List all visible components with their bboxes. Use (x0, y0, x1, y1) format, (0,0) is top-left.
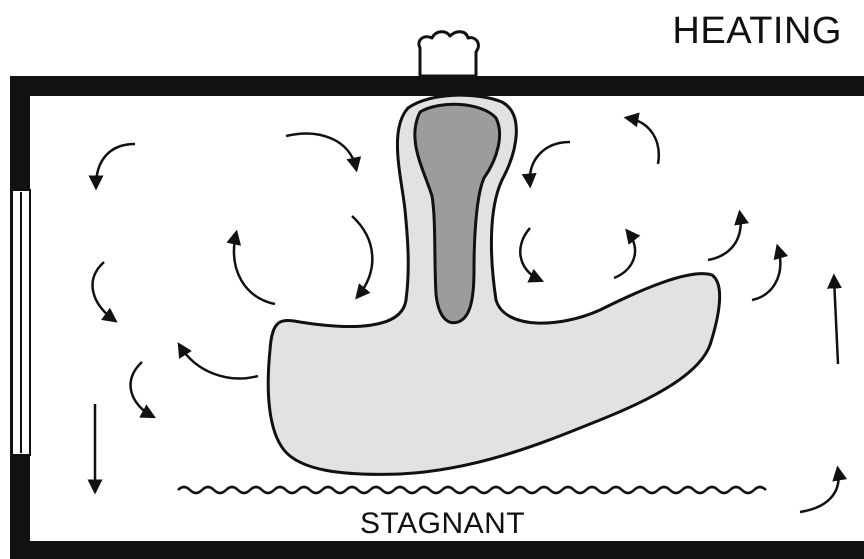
curved-arrow-icon (352, 216, 372, 296)
curved-arrow-icon (234, 234, 275, 304)
diagram-title: HEATING (672, 10, 842, 53)
curved-arrow-icon (520, 228, 540, 280)
curved-arrow-icon (708, 214, 741, 260)
stagnant-label: STAGNANT (360, 507, 525, 541)
curved-arrow-icon (530, 142, 570, 184)
curved-arrow-icon (286, 134, 356, 168)
bottom-wall (10, 541, 864, 559)
window (12, 190, 30, 455)
top-wall (10, 76, 864, 96)
curved-arrow-icon (752, 248, 780, 300)
curved-arrow-icon (96, 144, 135, 186)
curved-arrow-icon (131, 362, 152, 416)
curved-arrow-icon (180, 346, 258, 378)
curved-arrow-icon (800, 470, 839, 512)
stagnant-layer-line (178, 487, 766, 493)
curved-arrow-icon (628, 118, 659, 164)
curved-arrow-icon (93, 262, 114, 320)
curved-arrow-icon (614, 232, 635, 278)
curved-arrow-icon (834, 278, 838, 364)
heater-icon (419, 32, 479, 76)
